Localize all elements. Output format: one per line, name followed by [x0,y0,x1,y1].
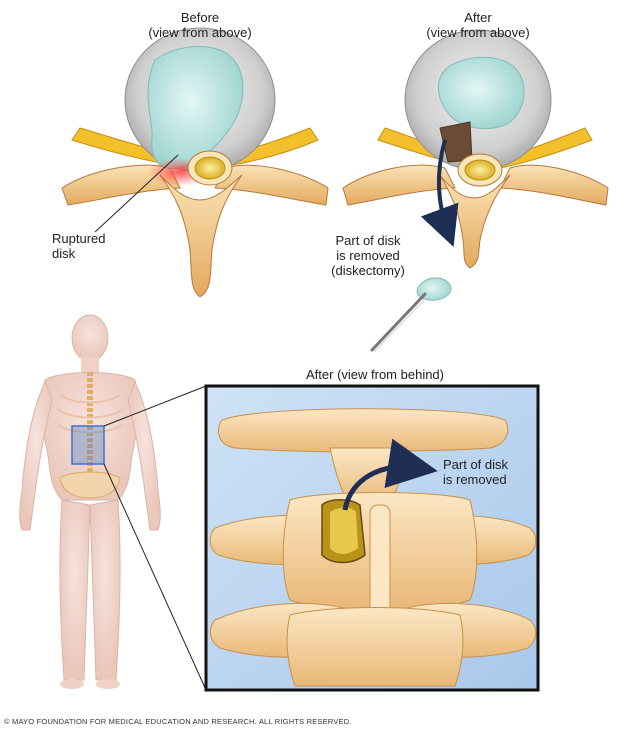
ruptured-disk-label: Ruptured disk [52,231,105,261]
inset-removed-label: Part of disk is removed [443,457,508,487]
removed-line2: is removed [336,248,400,263]
after-subtitle: (view from above) [426,25,530,40]
after-label: After (view from above) [418,10,538,40]
inset-line2: is removed [443,472,507,487]
removed-line1: Part of disk [335,233,401,248]
after-title: After [464,10,492,25]
before-subtitle: (view from above) [148,25,252,40]
before-title: Before [180,10,220,25]
surgical-instrument [370,292,427,352]
disk-removed-label: Part of disk is removed (diskectomy) [318,233,418,278]
connector-line-top [103,385,207,427]
transverse-process-right [214,164,329,206]
after-vertebra [342,29,609,353]
spinal-cord [194,156,226,180]
before-label: Before (view from above) [140,10,260,40]
spine-highlight-box [71,425,105,465]
removed-line3: (diskectomy) [331,263,405,278]
ruptured-line1: Ruptured [52,231,106,246]
human-body-figure [19,314,161,689]
ruptured-pointer-line [94,154,179,233]
inset-arrow [342,438,438,511]
spinous-process [159,174,243,298]
connector-line-bottom [103,463,207,691]
ruptured-line2: disk [52,246,76,261]
inset-view-from-behind [204,384,540,692]
nucleus-pulposus [147,46,244,170]
inset-line1: Part of disk [443,457,509,472]
behind-view-title: After (view from behind) [306,367,444,382]
before-vertebra [61,27,329,298]
copyright-notice: © MAYO FOUNDATION FOR MEDICAL EDUCATION … [4,717,352,726]
removal-arrow [420,139,459,248]
